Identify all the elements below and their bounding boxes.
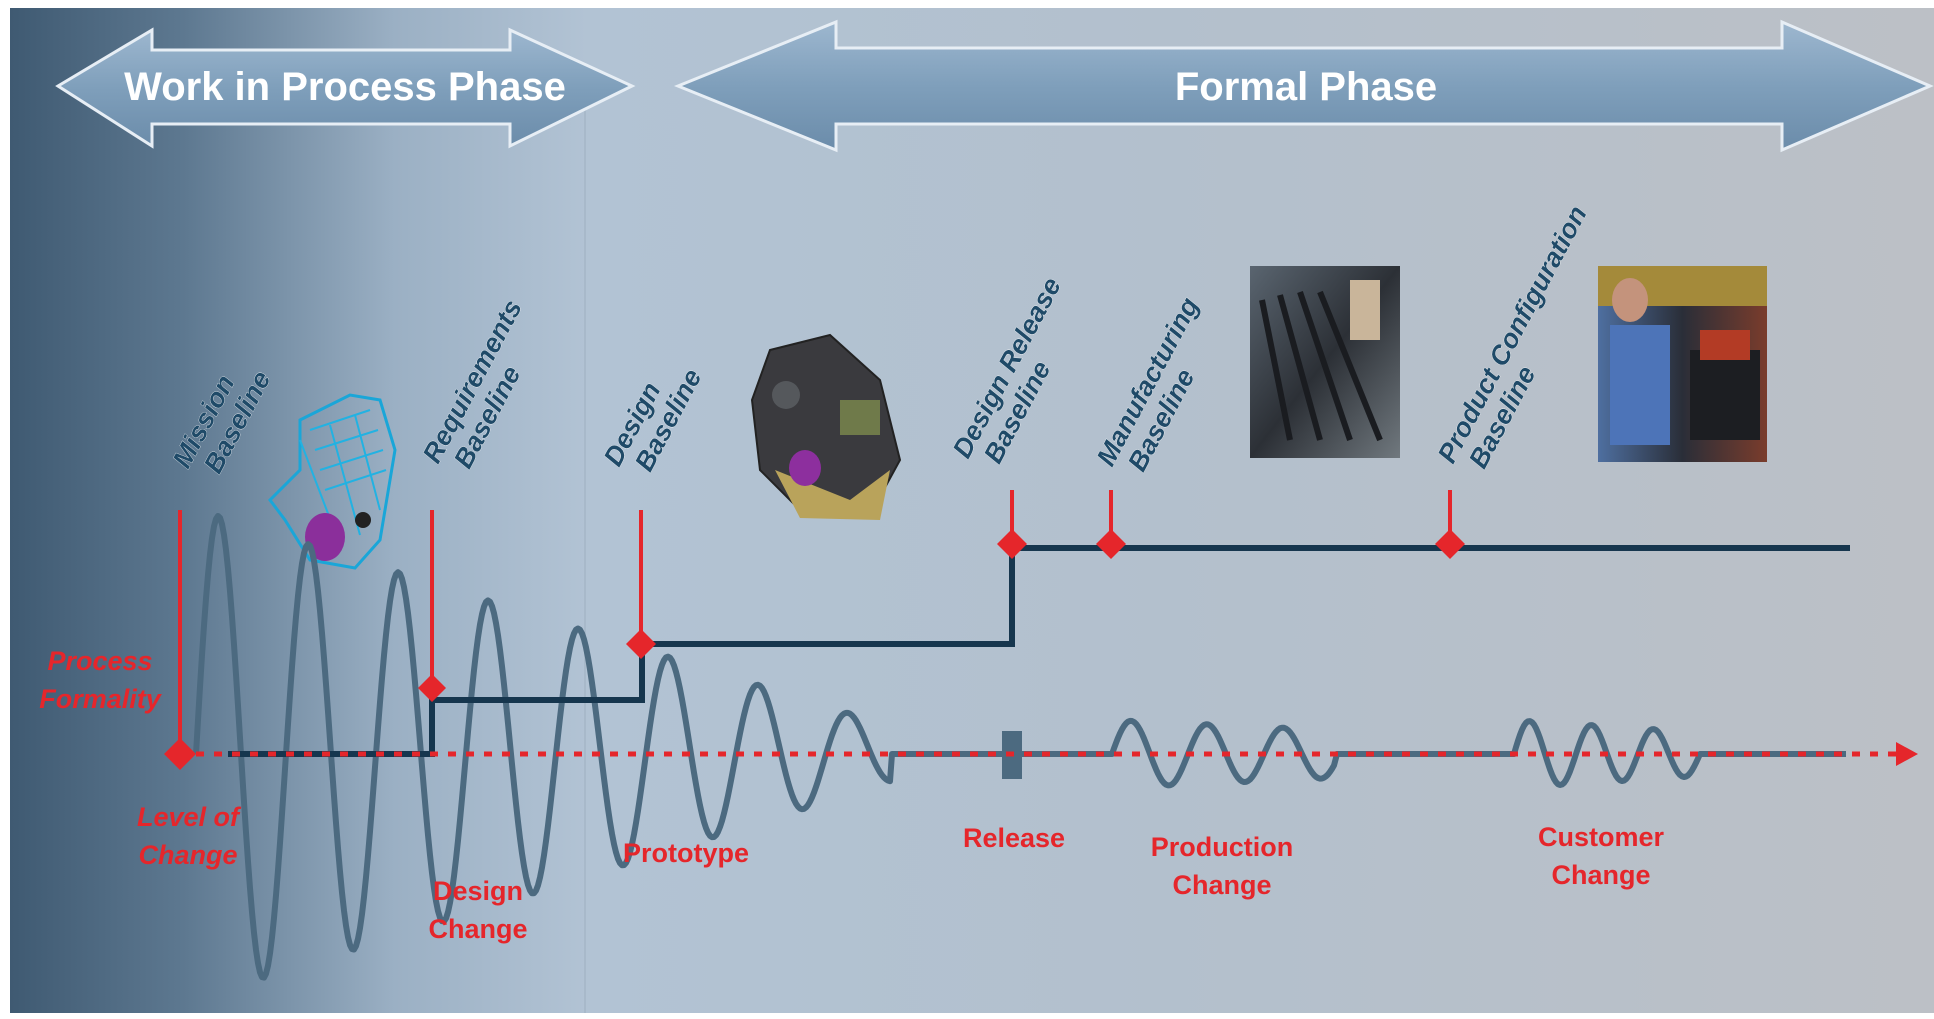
work-in-process-arrow: Work in Process Phase: [55, 27, 636, 149]
svg-text:Process: Process: [47, 646, 152, 676]
level-of-change-wave: [193, 513, 1846, 981]
release-label: Release: [963, 823, 1065, 853]
formal-phase-arrow: Formal Phase: [674, 19, 1934, 153]
prototype-label: Prototype: [623, 838, 749, 868]
svg-text:Customer: Customer: [1538, 822, 1665, 852]
milestone-design-release-marker: [997, 490, 1027, 559]
process-formality-step-line: [228, 545, 1850, 757]
work-in-process-label: Work in Process Phase: [124, 65, 566, 109]
svg-text:Production: Production: [1151, 832, 1294, 862]
milestone-manufacturing-marker: [1096, 490, 1126, 559]
design-change-label: Design Change: [428, 876, 527, 944]
process-formality-label: Process Formality: [39, 646, 163, 714]
assembly-line-photo: [1250, 266, 1400, 458]
wireframe-engine-image: [268, 393, 397, 570]
svg-text:Formality: Formality: [39, 684, 163, 714]
technician-photo: [1598, 266, 1767, 462]
background-panel: [10, 8, 1934, 1013]
level-of-change-label: Level of Change: [137, 802, 242, 870]
time-axis-arrowhead: [1896, 742, 1918, 766]
svg-text:Change: Change: [1172, 870, 1271, 900]
svg-text:Change: Change: [1551, 860, 1650, 890]
svg-text:Design: Design: [433, 876, 523, 906]
milestone-requirements-marker: [418, 510, 446, 702]
production-change-label: Production Change: [1151, 832, 1294, 900]
svg-text:Change: Change: [138, 840, 237, 870]
customer-change-label: Customer Change: [1538, 822, 1665, 890]
rendered-engine-image: [750, 333, 902, 520]
formal-phase-label: Formal Phase: [1175, 65, 1437, 109]
milestone-product-configuration-marker: [1435, 490, 1465, 559]
svg-text:Change: Change: [428, 914, 527, 944]
milestone-mission-marker: [164, 510, 196, 770]
svg-text:Level of: Level of: [137, 802, 242, 832]
milestone-design-marker: [626, 510, 656, 659]
